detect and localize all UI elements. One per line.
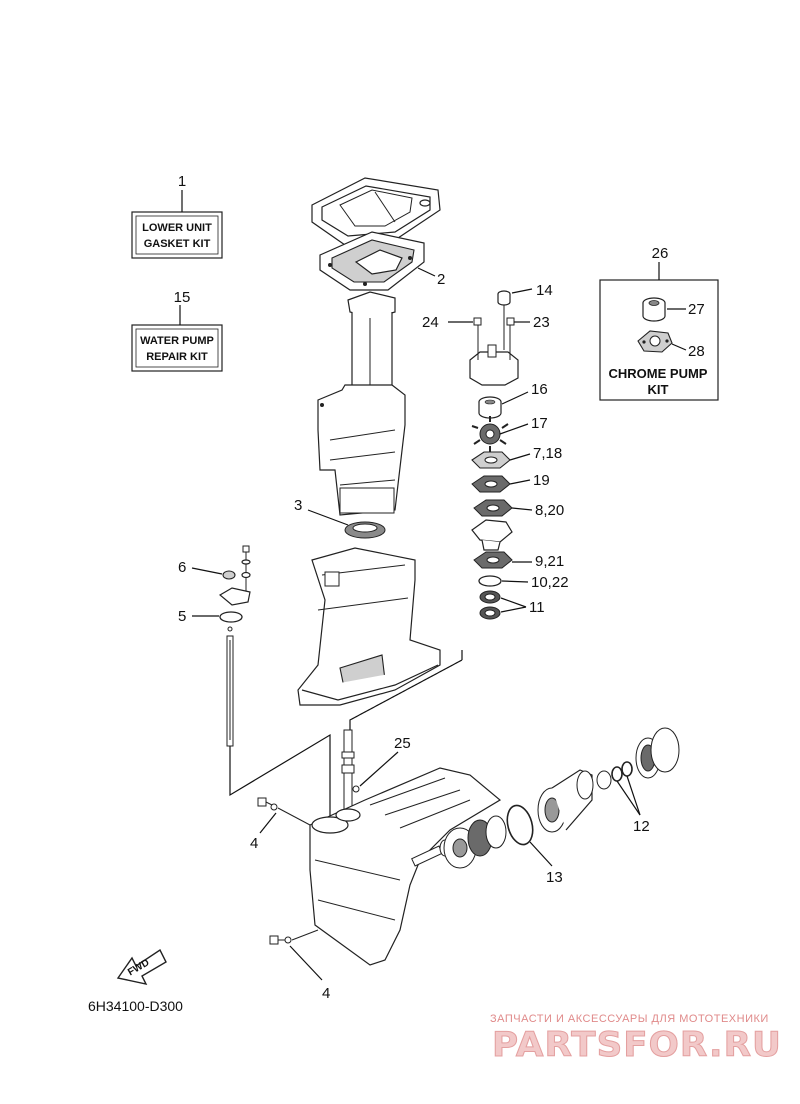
oil-seals-11 [479,590,501,620]
callout-9-21: 9,21 [535,553,564,570]
chrome-pump-kit-line2: KIT [648,382,669,397]
callout-1: 1 [178,173,186,190]
lower-unit-gasket-kit-box: LOWER UNIT GASKET KIT [131,211,223,259]
water-pump-repair-kit-box: WATER PUMP REPAIR KIT [131,324,223,372]
pump-plate-part [471,519,513,551]
callout-11: 11 [529,599,545,616]
callout-15: 15 [174,289,191,306]
callout-3: 3 [294,497,302,514]
fwd-arrow-icon: FWD [116,948,167,985]
callout-13: 13 [546,869,563,886]
shift-rod [226,626,234,747]
impeller-17 [471,416,509,452]
outer-plate-19 [471,475,511,493]
drive-shaft [341,729,360,811]
o-ring-10-22 [478,575,502,587]
lower-unit-kit-line2: GASKET KIT [144,238,211,250]
callout-7-18: 7,18 [533,445,562,462]
water-pump-kit-line1: WATER PUMP [140,335,214,347]
diagram-code: 6H34100-D300 [88,998,183,1014]
chrome-pump-kit-line1: CHROME PUMP [609,366,708,381]
callout-8-20: 8,20 [535,502,564,519]
gasket-8-20 [473,499,513,517]
thrust-bearing-ring [635,727,680,779]
screw-4-upper [257,797,278,811]
callout-26: 26 [652,245,669,262]
callout-10-22: 10,22 [531,574,569,591]
callout-27: 27 [688,301,705,318]
screw-4-lower [269,935,292,945]
watermark-tagline: ЗАПЧАСТИ И АКСЕССУАРЫ ДЛЯ МОТОТЕХНИКИ [490,1013,769,1025]
gasket-part-2 [319,231,425,291]
callout-19: 19 [533,472,550,489]
callout-25: 25 [394,735,411,752]
callout-4-lower: 4 [322,985,330,1002]
gasket-9-21 [473,551,513,569]
gasket-7-18 [471,451,511,469]
callout-28: 28 [688,343,705,360]
washers-12 [596,761,633,790]
propeller-shaft-gears [411,815,507,869]
chrome-pump-kit-box: CHROME PUMP KIT [599,279,719,401]
callout-2: 2 [437,271,445,288]
callout-5: 5 [178,608,186,625]
water-pump-housing [469,290,519,386]
callout-16: 16 [531,381,548,398]
lower-unit-kit-line1: LOWER UNIT [142,222,212,234]
propeller-shaft-housing [537,769,594,833]
insert-cartridge-16 [478,396,502,419]
callout-6: 6 [178,559,186,576]
water-pump-kit-line2: REPAIR KIT [146,351,208,363]
bolt-part-6-area [218,545,251,606]
callout-17: 17 [531,415,548,432]
o-ring-part-5 [219,611,243,623]
callout-23: 23 [533,314,550,331]
callout-24: 24 [422,314,439,331]
exhaust-guide-and-upper-casing [317,291,406,516]
mounting-plate [311,177,441,246]
callout-14: 14 [536,282,553,299]
callout-12: 12 [633,818,650,835]
drive-shaft-housing [297,547,441,706]
o-ring-13 [506,804,534,846]
lower-case [309,767,502,966]
watermark-brand: PARTSFOR.RU [492,1025,782,1065]
seal-part-3 [344,521,386,539]
callout-4-upper: 4 [250,835,258,852]
